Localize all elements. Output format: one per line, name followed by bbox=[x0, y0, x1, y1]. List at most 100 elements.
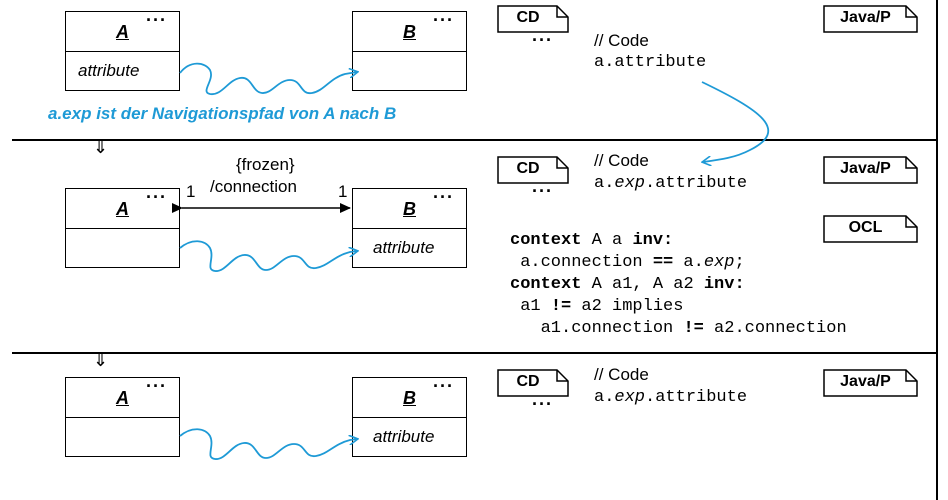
class-b-box: B ··· attribute bbox=[352, 187, 467, 268]
class-a-header: A ··· bbox=[66, 10, 179, 52]
attribute-label: attribute bbox=[373, 427, 435, 446]
double-down-arrow-icon: ⇓ bbox=[93, 137, 109, 157]
class-a-attribute: attribute bbox=[66, 52, 179, 90]
tag-frame-icon bbox=[497, 369, 569, 397]
ocl-line-1: context A a inv: bbox=[510, 231, 673, 250]
ocl-line-2: a.connection == a.exp; bbox=[510, 253, 745, 272]
ocl-keyword: inv: bbox=[632, 231, 674, 250]
ocl-line-4: a1 != a2 implies bbox=[510, 297, 683, 316]
class-a-box: A ··· attribute bbox=[65, 10, 180, 91]
ocl-text: A a bbox=[581, 231, 633, 250]
class-a-name: A bbox=[116, 388, 129, 408]
right-frame-line bbox=[936, 0, 938, 500]
java-tag-label: Java/P bbox=[840, 160, 891, 177]
cd-tag-label: CD bbox=[516, 373, 540, 390]
cd-tag-label: CD bbox=[516, 160, 540, 177]
code-prefix: a. bbox=[594, 174, 615, 193]
tag-frame-icon bbox=[823, 5, 918, 33]
java-tag: Java/P bbox=[823, 369, 918, 397]
section-divider-1 bbox=[12, 139, 938, 141]
class-b-header: B ··· bbox=[353, 10, 466, 52]
class-a-name: A bbox=[116, 199, 129, 219]
ocl-keyword: context bbox=[510, 231, 582, 250]
navigation-path-text: a.exp ist der Navigationspfad von A nach… bbox=[48, 104, 397, 123]
section-divider-2 bbox=[12, 352, 938, 354]
ocl-text: ; bbox=[734, 253, 745, 272]
class-b-header: B ··· bbox=[353, 187, 466, 229]
navigation-wave-3 bbox=[179, 428, 357, 460]
code-exp: exp bbox=[614, 388, 646, 407]
class-b-name: B bbox=[403, 388, 416, 408]
association-label-frozen: {frozen} bbox=[236, 155, 295, 174]
ocl-text: A a1, A a2 bbox=[581, 275, 704, 294]
class-a-header: A ··· bbox=[66, 187, 179, 229]
code-suffix: .attribute bbox=[645, 174, 748, 193]
tag-frame-icon bbox=[497, 156, 569, 184]
multiplicity-left: 1 bbox=[186, 182, 196, 201]
ocl-text: a2.connection bbox=[703, 319, 847, 338]
tag-frame-icon bbox=[823, 156, 918, 184]
cd-tag: CD bbox=[497, 156, 569, 184]
class-a-dots: ··· bbox=[146, 187, 167, 207]
ocl-exp: exp bbox=[703, 253, 735, 272]
ocl-text: a. bbox=[673, 253, 704, 272]
class-b-header: B ··· bbox=[353, 376, 466, 418]
code-comment-1: // Code bbox=[594, 31, 649, 50]
java-tag: Java/P bbox=[823, 5, 918, 33]
class-a-attribute-empty bbox=[66, 418, 179, 456]
class-b-dots: ··· bbox=[433, 376, 454, 396]
class-a-box: A ··· bbox=[65, 187, 180, 268]
cd-dots: ··· bbox=[532, 394, 553, 414]
cd-dots: ··· bbox=[532, 30, 553, 50]
ocl-keyword: inv: bbox=[703, 275, 745, 294]
cd-tag: CD bbox=[497, 369, 569, 397]
ocl-text: a.connection bbox=[510, 253, 653, 272]
java-tag-label: Java/P bbox=[840, 373, 891, 390]
ocl-tag-label: OCL bbox=[848, 219, 883, 236]
association-label-connection: /connection bbox=[210, 177, 297, 196]
multiplicity-right: 1 bbox=[338, 182, 348, 201]
java-tag-label: Java/P bbox=[840, 9, 891, 26]
ocl-tag: OCL bbox=[823, 215, 918, 243]
code-transform-arrow bbox=[702, 81, 770, 162]
cd-tag: CD bbox=[497, 5, 569, 33]
class-b-dots: ··· bbox=[433, 10, 454, 30]
code-suffix: .attribute bbox=[645, 388, 748, 407]
class-a-header: A ··· bbox=[66, 376, 179, 418]
cd-dots: ··· bbox=[532, 181, 553, 201]
tag-frame-icon bbox=[823, 369, 918, 397]
class-a-dots: ··· bbox=[146, 10, 167, 30]
navigation-wave-2 bbox=[179, 240, 357, 272]
class-b-dots: ··· bbox=[433, 187, 454, 207]
class-b-box: B ··· attribute bbox=[352, 376, 467, 457]
ocl-operator: != bbox=[550, 297, 572, 316]
class-a-attribute-empty bbox=[66, 229, 179, 267]
ocl-line-5: a1.connection != a2.connection bbox=[510, 319, 847, 338]
class-a-dots: ··· bbox=[146, 376, 167, 396]
code-line-2: a.exp.attribute bbox=[594, 174, 747, 193]
class-b-box: B ··· bbox=[352, 10, 467, 91]
code-comment-2: // Code bbox=[594, 151, 649, 170]
ocl-text: a2 implies bbox=[571, 297, 684, 316]
ocl-line-3: context A a1, A a2 inv: bbox=[510, 275, 745, 294]
class-a-name: A bbox=[116, 22, 129, 42]
code-line-3: a.exp.attribute bbox=[594, 388, 747, 407]
attribute-label: attribute bbox=[373, 238, 435, 257]
tag-frame-icon bbox=[823, 215, 918, 243]
ocl-operator: == bbox=[652, 253, 674, 272]
class-a-box: A ··· bbox=[65, 376, 180, 457]
code-exp: exp bbox=[614, 174, 646, 193]
class-b-name: B bbox=[403, 199, 416, 219]
class-b-attribute-empty bbox=[353, 52, 466, 90]
class-b-name: B bbox=[403, 22, 416, 42]
java-tag: Java/P bbox=[823, 156, 918, 184]
class-b-attribute: attribute bbox=[353, 418, 466, 456]
ocl-text: a1.connection bbox=[510, 319, 684, 338]
attribute-label: attribute bbox=[78, 61, 140, 80]
class-b-attribute: attribute bbox=[353, 229, 466, 267]
cd-tag-label: CD bbox=[516, 9, 540, 26]
double-down-arrow-icon: ⇓ bbox=[93, 350, 109, 370]
code-line-1: a.attribute bbox=[594, 53, 707, 72]
ocl-operator: != bbox=[683, 319, 704, 338]
ocl-keyword: context bbox=[510, 275, 582, 294]
